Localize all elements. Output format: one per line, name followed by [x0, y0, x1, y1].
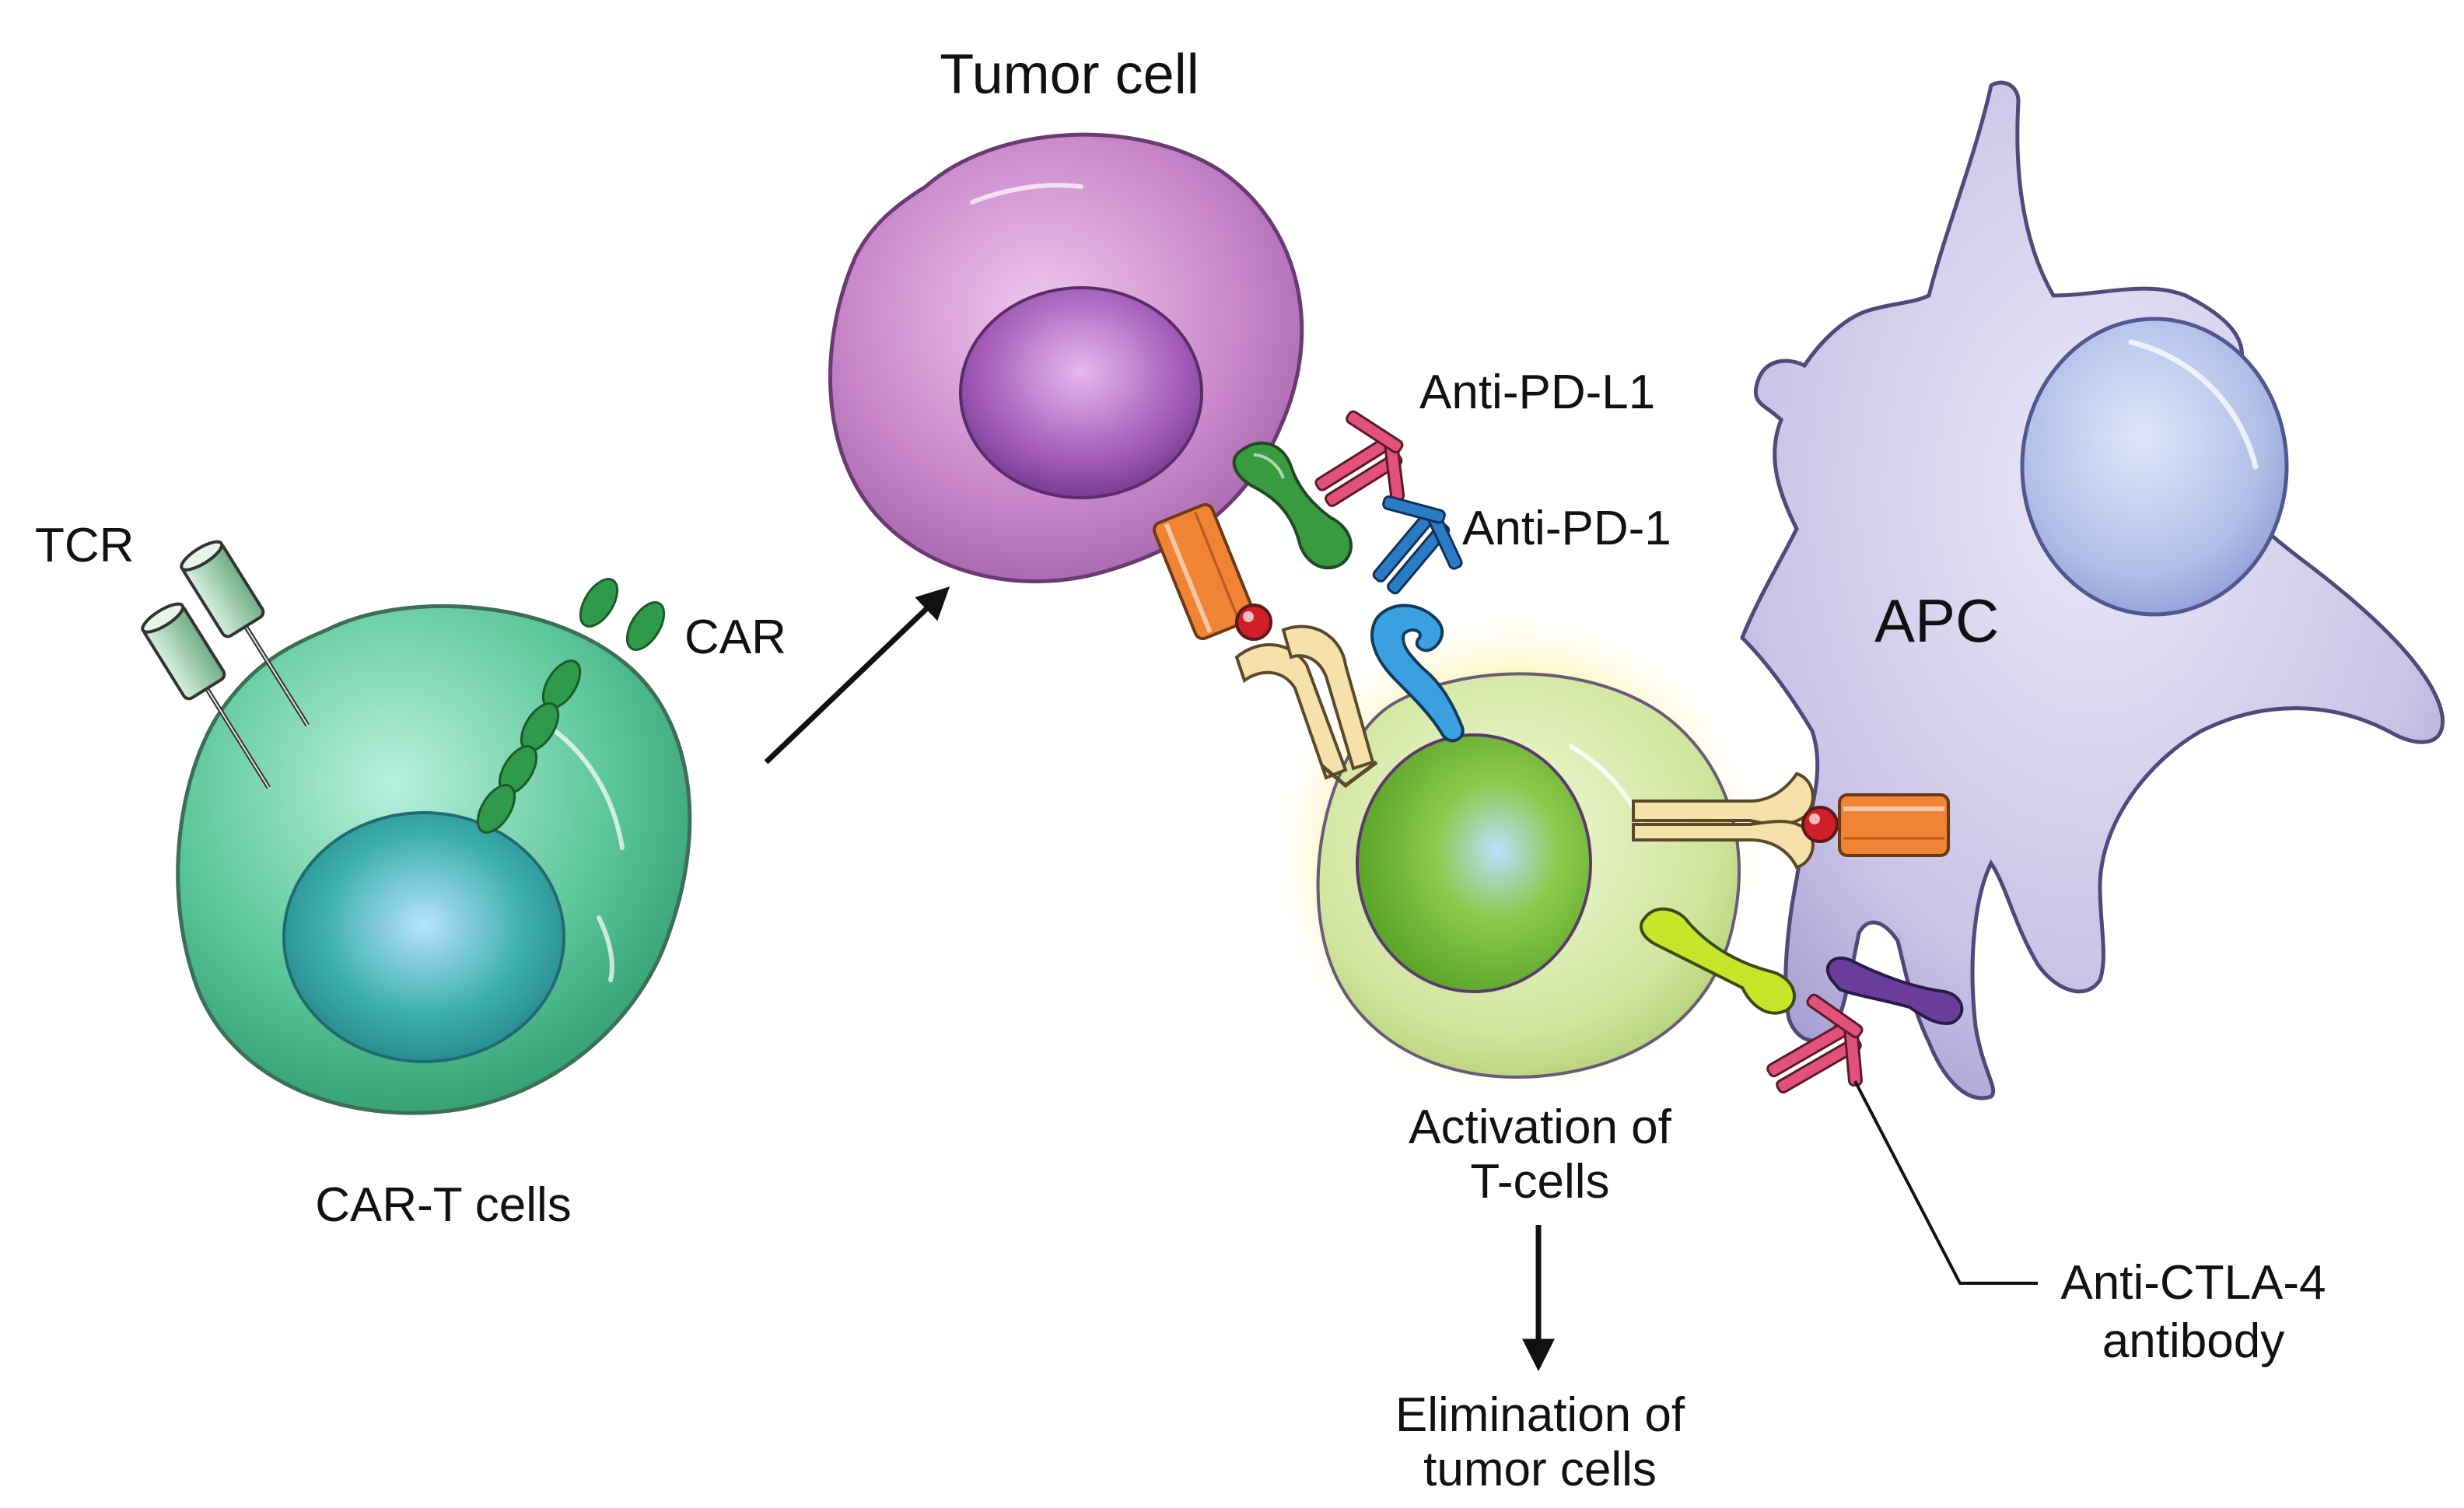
arrow-to-tumor: [764, 586, 950, 764]
mhc-apc-icon: [1838, 793, 1950, 857]
anti-pd-1-label: Anti-PD-1: [1462, 502, 1671, 555]
apc-cell: [1740, 80, 2445, 1100]
mhc-tumor-icon: [1152, 502, 1256, 641]
activation-label-line1: Activation of: [1409, 1100, 1672, 1154]
tcr-label: TCR: [35, 519, 134, 572]
tcr-receptor-icon: [141, 540, 310, 789]
elimination-label-line1: Elimination of: [1395, 1388, 1685, 1442]
activated-t-cell: [1276, 614, 1758, 1097]
activated-t-nucleus: [1356, 733, 1592, 993]
activation-label-line2: T-cells: [1470, 1155, 1609, 1209]
car-label: CAR: [684, 611, 786, 664]
t-cell-receptor-tumor-icon: [1234, 625, 1378, 789]
car-receptor-icon: [476, 660, 582, 834]
anti-ctla-4-antibody-icon: [1766, 993, 1864, 1093]
b7-icon: [1825, 956, 1964, 1025]
anti-pd-1-antibody-icon: [1372, 495, 1463, 595]
anti-ctla-4-label-line2: antibody: [2102, 1314, 2284, 1368]
apc-nucleus: [2020, 317, 2289, 617]
car-legend-icon: [579, 578, 666, 651]
tumor-cell-label: Tumor cell: [940, 44, 1199, 106]
car-t-cell: [176, 604, 692, 1115]
ctla-4-icon: [1640, 907, 1796, 1015]
anti-pd-l1-label: Anti-PD-L1: [1419, 366, 1655, 419]
antigen-apc-icon: [1801, 806, 1839, 843]
pd-1-icon: [1370, 604, 1465, 743]
apc-label: APC: [1874, 586, 1999, 655]
anti-ctla-4-label-line1: Anti-CTLA-4: [2060, 1256, 2326, 1310]
anti-ctla-4-leader-line: [1853, 1080, 2038, 1285]
pd-l1-icon: [1232, 441, 1353, 570]
elimination-label-line2: tumor cells: [1423, 1443, 1657, 1496]
tumor-nucleus: [959, 286, 1203, 499]
car-t-nucleus: [282, 811, 565, 1063]
anti-pd-l1-antibody-icon: [1314, 410, 1405, 507]
t-cell-receptor-apc-icon: [1632, 771, 1815, 869]
antigen-tumor-icon: [1235, 604, 1272, 641]
tumor-cell: [828, 132, 1304, 584]
car-t-cells-label: CAR-T cells: [315, 1178, 572, 1232]
